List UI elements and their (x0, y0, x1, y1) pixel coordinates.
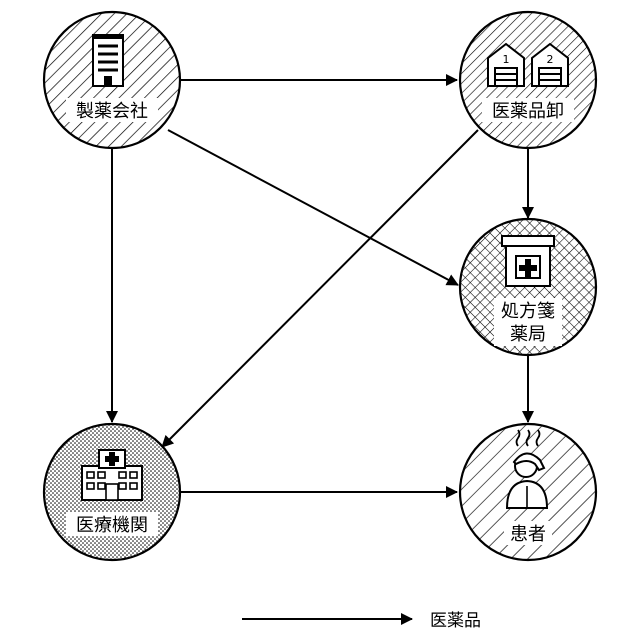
node-patient: 患者 (460, 424, 596, 560)
warehouse-number-1: 1 (503, 53, 510, 66)
node-pharmacy: 処方箋 薬局 (460, 219, 596, 355)
edge-pharma-company-to-pharmacy (168, 130, 458, 285)
node-wholesaler-circle (460, 12, 596, 148)
node-medical-institution: 医療機関 (44, 424, 180, 560)
warehouse-number-2: 2 (547, 53, 554, 66)
node-patient-label: 患者 (510, 524, 546, 545)
node-wholesaler: 1 2 医薬品卸 (460, 12, 596, 148)
legend-label: 医薬品 (430, 611, 481, 631)
office-building-icon (92, 34, 124, 86)
edge-wholesaler-to-medical-institution (162, 130, 478, 447)
node-pharma-company: 製薬会社 (44, 12, 180, 148)
node-wholesaler-label: 医薬品卸 (492, 101, 564, 122)
node-medical-institution-label: 医療機関 (76, 515, 148, 536)
node-pharmacy-label-line2: 薬局 (510, 324, 546, 345)
node-pharmacy-label-line1: 処方箋 (501, 301, 555, 322)
node-pharma-company-label: 製薬会社 (76, 101, 148, 122)
legend: 医薬品 (242, 611, 481, 631)
medicine-box-icon (502, 236, 554, 286)
